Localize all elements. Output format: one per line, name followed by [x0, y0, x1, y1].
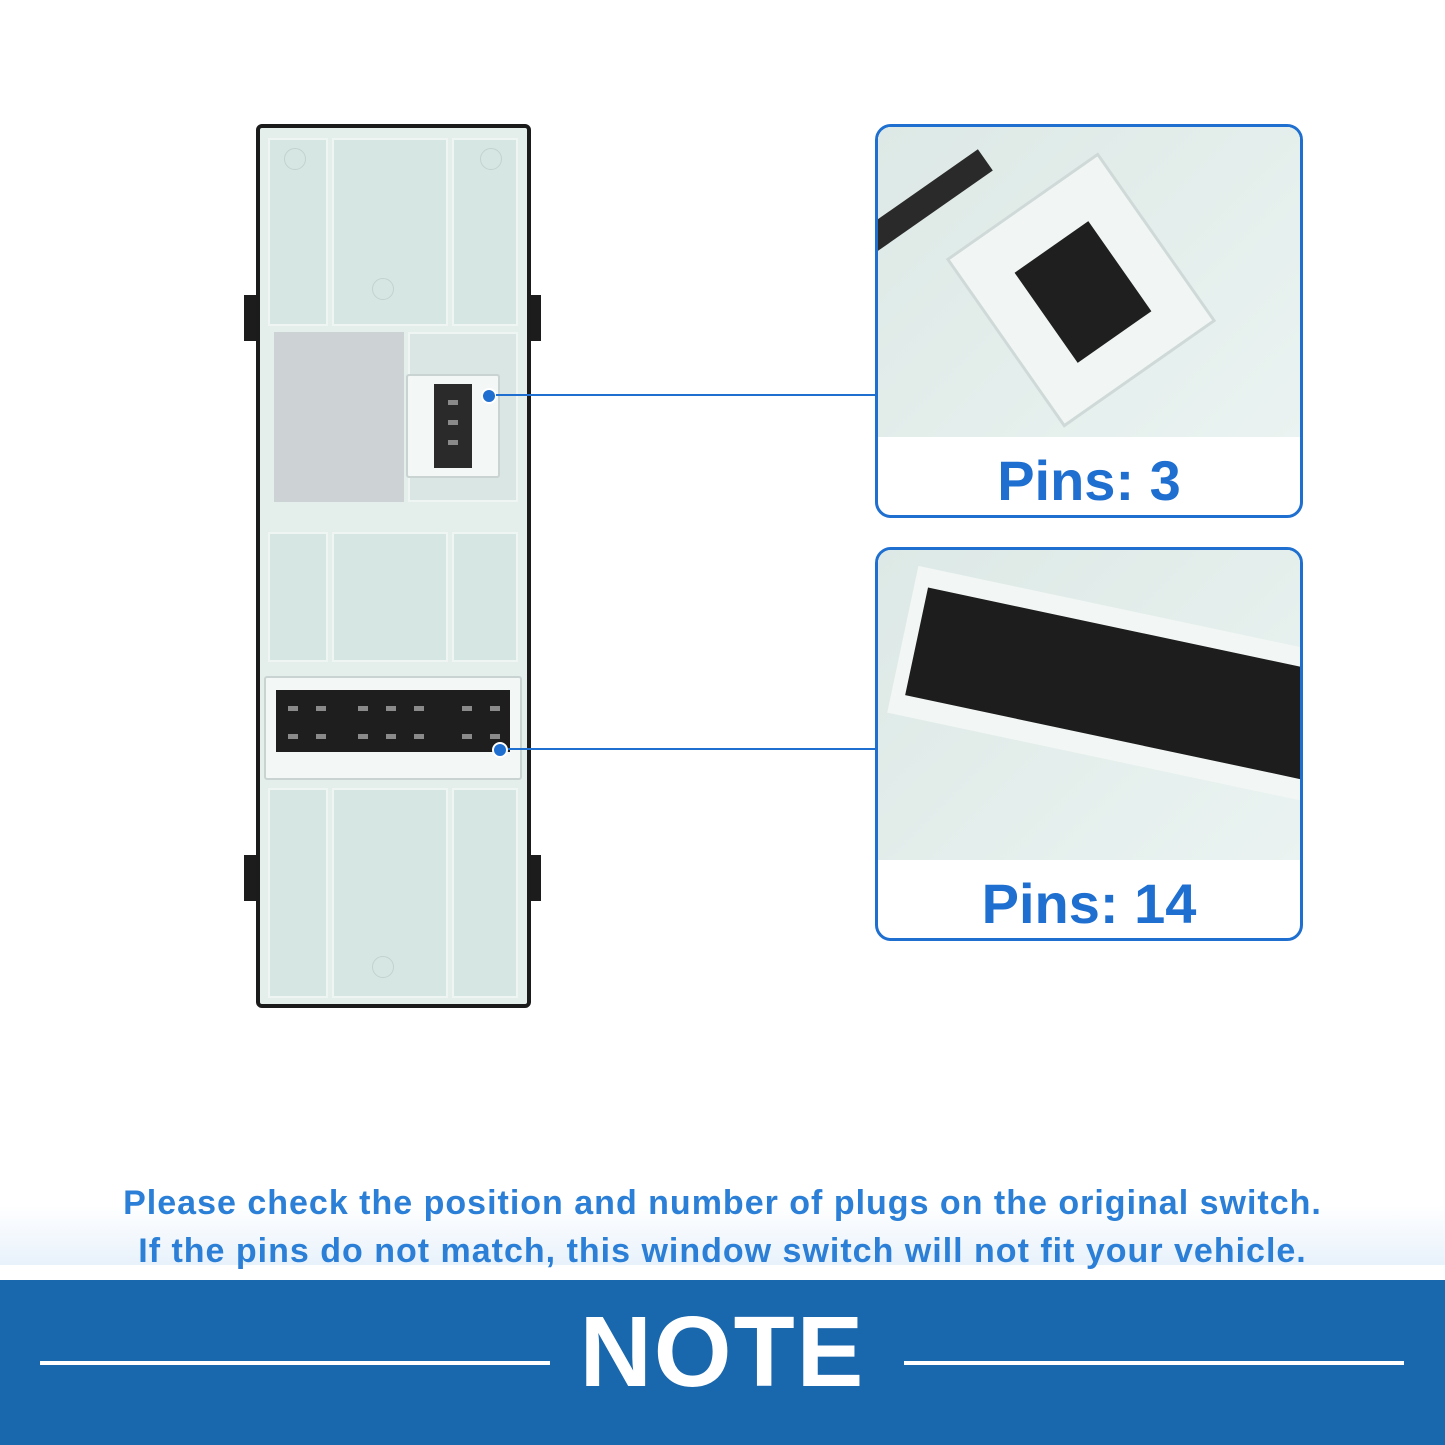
notice-line-1: Please check the position and number of … — [123, 1184, 1322, 1222]
note-title: NOTE — [579, 1296, 866, 1408]
callout-14-pin-photo — [878, 550, 1300, 860]
switch-tab-right-bottom — [529, 855, 541, 901]
switch-tab-left-top — [244, 295, 256, 341]
callout-14-pin-label: Pins: 14 — [981, 872, 1197, 935]
note-rule-right — [904, 1361, 1404, 1365]
callout-3-pin-photo — [878, 127, 1300, 437]
notice-line-2: If the pins do not match, this window sw… — [138, 1232, 1307, 1270]
pointer-line-14-pin — [508, 748, 876, 750]
callout-3-pin: Pins: 3 — [875, 124, 1303, 518]
switch-tab-right-top — [529, 295, 541, 341]
window-switch-body — [256, 124, 531, 1008]
pointer-dot-3-pin — [481, 388, 497, 404]
connector-14-pin — [264, 676, 522, 780]
notice-fade — [0, 1205, 1445, 1265]
pointer-dot-14-pin — [492, 742, 508, 758]
callout-3-pin-label: Pins: 3 — [997, 449, 1181, 512]
pointer-line-3-pin — [496, 394, 876, 396]
note-rule-left — [40, 1361, 550, 1365]
switch-tab-left-bottom — [244, 855, 256, 901]
callout-14-pin: Pins: 14 — [875, 547, 1303, 941]
